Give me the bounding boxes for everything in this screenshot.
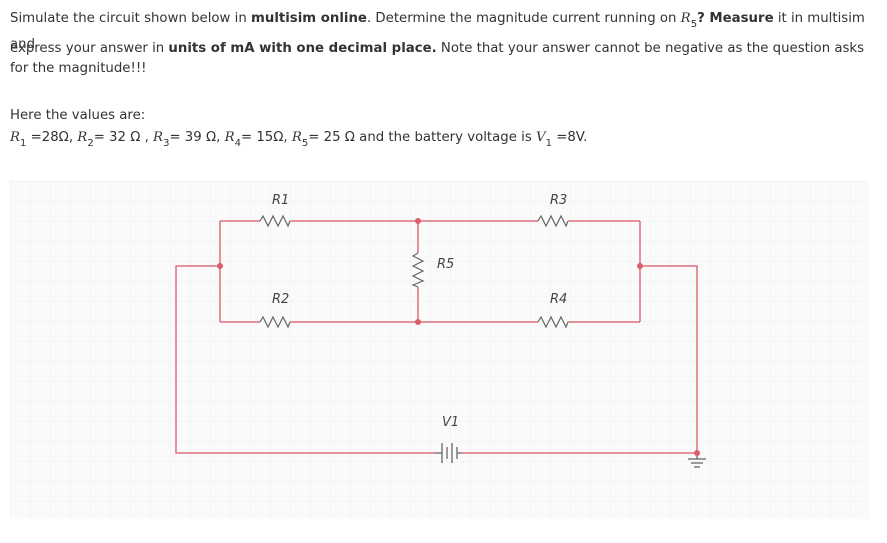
var: R	[153, 130, 164, 145]
node-top-mid	[415, 218, 421, 224]
sub: 3	[163, 138, 170, 149]
sub: 5	[301, 138, 309, 149]
var: R	[10, 130, 21, 145]
question-line-2: express your answer in units of mA with …	[10, 39, 880, 79]
var: R	[77, 130, 88, 145]
text: . Determine the magnitude current runnin…	[366, 11, 681, 26]
text: = 15Ω,	[240, 130, 292, 145]
grid-lines	[10, 181, 869, 519]
resistor-r2: R2	[259, 292, 291, 329]
bold-measure: Measure	[709, 11, 774, 26]
question-line-1: Simulate the circuit shown below in mult…	[10, 9, 880, 55]
node-ground	[694, 450, 700, 456]
text: =8V.	[551, 130, 588, 145]
resistor-r3: R3	[537, 193, 569, 228]
text: = 25 Ω and the battery voltage is	[308, 130, 536, 145]
bold-multisim: multisim online	[251, 11, 367, 26]
wire-outer-right	[462, 265, 698, 454]
text: Simulate the circuit shown below in	[10, 11, 251, 26]
label-r2: R2	[272, 292, 289, 307]
sub: 1	[20, 138, 27, 149]
var-r: R	[680, 11, 691, 26]
junction-nodes	[217, 218, 700, 456]
var: V	[535, 130, 546, 145]
label-r4: R4	[550, 292, 567, 307]
sub: 4	[234, 138, 241, 149]
node-right	[637, 263, 643, 269]
text: = 32 Ω ,	[93, 130, 154, 145]
text: =28Ω,	[26, 130, 78, 145]
values-line: R1 =28Ω, R2= 32 Ω , R3= 39 Ω, R4= 15Ω, R…	[10, 128, 880, 154]
values-heading: Here the values are:	[10, 108, 146, 123]
resistor-r4: R4	[537, 292, 569, 329]
bold-units: units of mA with one decimal place.	[168, 41, 437, 56]
circuit-schematic: R1 R3 R2 R4 R5 V1	[10, 181, 869, 519]
text: Note that your answer cannot be negative…	[10, 41, 865, 76]
wire-outer-left	[175, 265, 435, 454]
node-bottom-mid	[415, 319, 421, 325]
text: = 39 Ω,	[169, 130, 225, 145]
sub: 2	[87, 138, 94, 149]
label-r3: R3	[550, 193, 567, 208]
question-mark: ?	[697, 11, 710, 26]
label-v1: V1	[442, 415, 459, 430]
node-left	[217, 263, 223, 269]
text: express your answer in	[10, 41, 169, 56]
wires	[175, 220, 698, 454]
resistor-r5: R5	[411, 252, 454, 288]
var: R	[224, 130, 235, 145]
label-r1: R1	[272, 193, 289, 208]
sub: 5	[690, 19, 698, 30]
text: it in multisim and	[10, 11, 865, 52]
var: R	[291, 130, 302, 145]
label-r5: R5	[437, 257, 454, 272]
sub: 1	[545, 138, 552, 149]
resistor-r1: R1	[259, 193, 291, 228]
battery-v1: V1	[435, 415, 462, 463]
